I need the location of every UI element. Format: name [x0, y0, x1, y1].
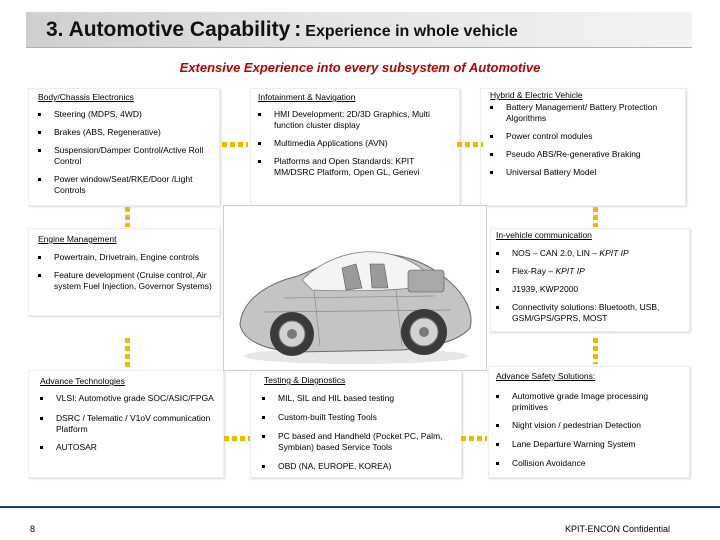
item-italic: KPIT IP — [599, 248, 629, 258]
list-infotainment: HMI Development: 2D/3D Graphics, Multi f… — [258, 109, 454, 178]
heading-in-vehicle: In-vehicle communication — [496, 230, 592, 240]
connector-bottom-left — [224, 436, 250, 441]
connector-right-upper — [593, 207, 598, 227]
list-item: Suspension/Damper Control/Active Roll Co… — [38, 145, 214, 167]
list-item: AUTOSAR — [40, 442, 220, 453]
title-colon: : — [294, 18, 302, 41]
panel-advance-tech — [28, 370, 224, 478]
list-advance-tech: VLSI: Automotive grade SOC/ASIC/FPGA DSR… — [40, 393, 220, 453]
list-item: PC based and Handheld (Pocket PC, Palm, … — [262, 431, 458, 453]
list-item: Night vision / pedestrian Detection — [496, 420, 686, 431]
list-item: HMI Development: 2D/3D Graphics, Multi f… — [258, 109, 454, 131]
item-text: J1939, KWP2000 — [512, 284, 579, 294]
heading-engine: Engine Management — [38, 234, 117, 244]
list-item: OBD (NA, EUROPE, KOREA) — [262, 461, 458, 472]
car-brake-rear — [419, 327, 429, 337]
list-item: Power window/Seat/RKE/Door /Light Contro… — [38, 174, 214, 196]
list-item: Automotive grade Image processing primit… — [496, 391, 686, 413]
heading-hybrid: Hybrid & Electric Vehicle — [490, 90, 583, 100]
car-illustration-frame — [223, 205, 487, 371]
list-item: Battery Management/ Battery Protection A… — [490, 102, 682, 124]
list-item: Platforms and Open Standards: KPIT MM/DS… — [258, 156, 454, 178]
list-item: DSRC / Telematic / V1oV communication Pl… — [40, 413, 220, 435]
list-item: Collision Avoidance — [496, 458, 686, 469]
footer-divider — [0, 506, 720, 508]
panel-infotainment — [250, 88, 460, 206]
connector-right-lower — [593, 338, 598, 364]
list-item: J1939, KWP2000 — [496, 284, 686, 295]
connector-left-lower — [125, 338, 130, 368]
subtitle: Extensive Experience into every subsyste… — [179, 60, 541, 75]
list-item: Feature development (Cruise control, Air… — [38, 270, 216, 292]
list-item: MIL, SIL and HIL based testing — [262, 393, 458, 404]
list-hybrid: Battery Management/ Battery Protection A… — [490, 102, 682, 178]
list-item: NOS – CAN 2.0, LIN – KPIT IP — [496, 248, 686, 259]
panel-body-chassis — [28, 88, 220, 206]
list-item: Multimedia Applications (AVN) — [258, 138, 454, 149]
car-frame-lines — [263, 289, 451, 347]
heading-body-chassis: Body/Chassis Electronics — [38, 92, 134, 102]
list-item: Universal Battery Model — [490, 167, 682, 178]
list-item: Steering (MDPS, 4WD) — [38, 109, 214, 120]
heading-infotainment: Infotainment & Navigation — [258, 92, 356, 102]
list-engine: Powertrain, Drivetrain, Engine controls … — [38, 252, 216, 292]
list-item: Brakes (ABS, Regenerative) — [38, 127, 214, 138]
item-text: NOS – CAN 2.0, LIN – — [512, 248, 600, 258]
slide-title: 3. Automotive Capability:Experience in w… — [46, 18, 518, 42]
item-text: Connectivity solutions: Bluetooth, USB, … — [512, 302, 660, 323]
footer-confidential: KPIT-ENCON Confidential — [564, 524, 670, 534]
car-illustration — [239, 251, 472, 364]
list-body-chassis: Steering (MDPS, 4WD) Brakes (ABS, Regene… — [38, 109, 214, 196]
list-safety: Automotive grade Image processing primit… — [496, 391, 686, 469]
car-seat-right — [369, 263, 389, 289]
connector-bottom-right — [461, 436, 487, 441]
panel-safety — [488, 366, 690, 478]
heading-safety: Advance Safety Solutions: — [496, 371, 596, 381]
car-engine — [407, 269, 445, 293]
item-italic: KPIT IP — [555, 266, 585, 276]
panel-engine — [28, 228, 220, 316]
title-main: 3. Automotive Capability — [46, 18, 291, 41]
list-item: Pseudo ABS/Re-generative Braking — [490, 149, 682, 160]
connector-top-left — [222, 142, 248, 147]
panel-hybrid — [480, 88, 686, 206]
car-brake-front — [287, 329, 297, 339]
heading-advance-tech: Advance Technologies — [40, 376, 125, 386]
page-number: 8 — [30, 524, 36, 534]
list-in-vehicle: NOS – CAN 2.0, LIN – KPIT IP Flex-Ray – … — [496, 248, 686, 324]
list-testing: MIL, SIL and HIL based testing Custom-bu… — [262, 393, 458, 472]
title-bar — [26, 12, 692, 48]
connector-top-right — [457, 142, 483, 147]
car-cabin — [301, 251, 437, 292]
item-text: Flex-Ray – — [512, 266, 556, 276]
title-sub: Experience in whole vehicle — [305, 23, 518, 40]
list-item: Power control modules — [490, 131, 682, 142]
list-item: Lane Departure Warning System — [496, 439, 686, 450]
list-item: Custom-built Testing Tools — [262, 412, 458, 423]
heading-testing: Testing & Diagnostics — [264, 375, 346, 385]
list-item: Powertrain, Drivetrain, Engine controls — [38, 252, 216, 263]
car-seat-left — [341, 263, 363, 291]
list-item: VLSI: Automotive grade SOC/ASIC/FPGA — [40, 393, 220, 404]
list-item: Flex-Ray – KPIT IP — [496, 266, 686, 277]
panel-in-vehicle — [490, 228, 690, 332]
list-item: Connectivity solutions: Bluetooth, USB, … — [496, 302, 686, 324]
connector-left-upper — [125, 207, 130, 227]
